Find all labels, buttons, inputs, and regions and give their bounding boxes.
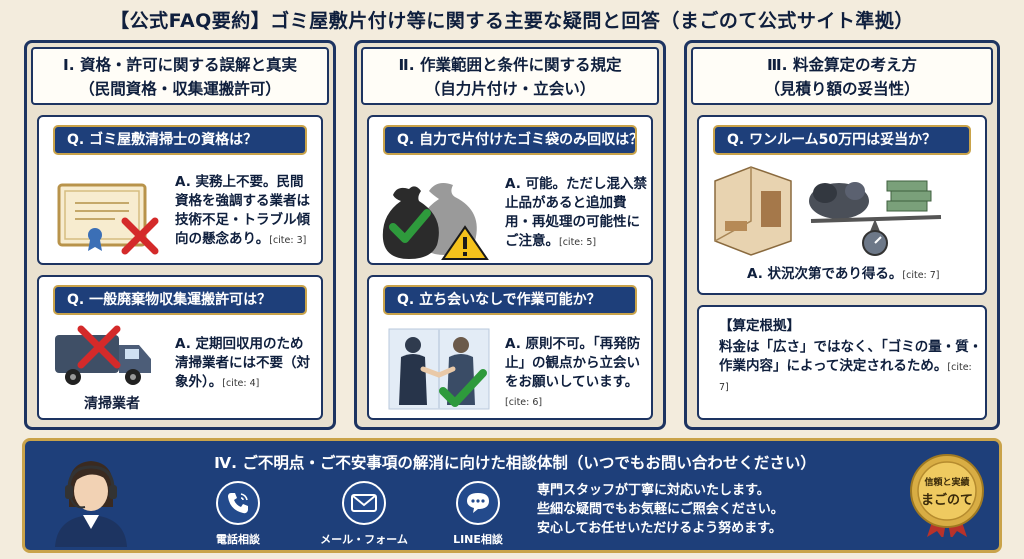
answer-text: A. 実務上不要。民間資格を強調する業者は技術不足・トラブル傾向の懸念あり。[c… <box>175 174 310 247</box>
question-bar: Q. 自力で片付けたゴミ袋のみ回収は？ <box>383 125 637 155</box>
question-bar: Q. 立ち会いなしで作業可能か？ <box>383 285 637 315</box>
basis-text: 料金は「広さ」ではなく、「ゴミの量・質・作業内容」によって決定されるため。[ci… <box>719 339 983 393</box>
page-title: 【公式FAQ要約】ゴミ屋敷片付け等に関する主要な疑問と回答（まごのて公式サイト準… <box>110 10 914 32</box>
channel-label: 電話相談 <box>216 533 260 546</box>
channel-label: LINE相談 <box>453 533 503 546</box>
column-heading-line1: Ⅰ. 資格・許可に関する誤解と真実 <box>62 56 298 74</box>
answer-text: A. 状況次第であり得る。[cite: 7] <box>747 266 940 282</box>
mail-icon <box>351 494 377 512</box>
column-heading-line1: Ⅱ. 作業範囲と条件に関する規定 <box>398 56 622 74</box>
channel-label: メール・フォーム <box>320 533 408 546</box>
citation: [cite: 6] <box>505 397 543 408</box>
column-work-scope: Ⅱ. 作業範囲と条件に関する規定 （自力片付け・立会い） Q. 自力で片付けたゴ… <box>354 40 666 430</box>
trust-seal-badge: 信頼と実績 まごのて <box>905 453 989 537</box>
column-heading-line2: （見積り額の妥当性） <box>764 80 920 98</box>
seal-brand: まごのて <box>920 493 973 508</box>
question-bar: Q. ゴミ屋敷清掃士の資格は？ <box>53 125 307 155</box>
citation: [cite: 3] <box>269 235 307 246</box>
answer-text: A. 可能。ただし混入禁止品があると追加費用・再処理の可能性にご注意。[cite… <box>505 176 648 249</box>
seal-rosette-icon <box>910 454 984 537</box>
handshake-check-icon <box>388 328 490 410</box>
citation: [cite: 4] <box>222 378 260 389</box>
column-pricing: Ⅲ. 料金算定の考え方 （見積り額の妥当性） Q. ワンルーム50万円は妥当か？… <box>684 40 1000 430</box>
column-heading-line1: Ⅲ. 料金算定の考え方 <box>767 56 917 74</box>
column-heading-line2: （民間資格・収集運搬許可） <box>79 80 281 98</box>
answer-text: A. 原則不可。「再発防止」の観点から立会いをお願いしています。[cite: 6… <box>505 336 641 408</box>
citation: [cite: 7] <box>902 270 940 281</box>
certificate-crossed-icon <box>57 183 159 255</box>
room-garbage-money-scale-icon <box>714 166 942 256</box>
question-bar: Q. ワンルーム50万円は妥当か？ <box>713 125 971 155</box>
answer-text: A. 定期回収用のため清掃業者には不要（対象外）。[cite: 4] <box>175 336 310 390</box>
faq-card-waste-permit: Q. 一般廃棄物収集運搬許可は？ 清掃業者 A. 定期回収用のため清掃業者には不… <box>37 275 323 420</box>
illustration-label: 清掃業者 <box>84 396 140 412</box>
citation: [cite: 7] <box>719 362 972 393</box>
line-consultation-button[interactable]: LINE相談 <box>433 481 523 547</box>
faq-card-attendance: Q. 立ち会いなしで作業可能か？ A. 原則不可。「再発防止」の観点から立会いを… <box>367 275 653 420</box>
consultation-title: Ⅳ. ご不明点・ご不安事項の解消に向けた相談体制（いつでもお問い合わせください） <box>214 454 816 472</box>
faq-card-self-bagged-pickup: Q. 自力で片付けたゴミ袋のみ回収は？ A. 可能。ただし混入禁止品があると追加… <box>367 115 653 265</box>
question-bar: Q. 一般廃棄物収集運搬許可は？ <box>53 285 307 315</box>
support-operator-icon <box>55 461 127 547</box>
column-qualifications: Ⅰ. 資格・許可に関する誤解と真実 （民間資格・収集運搬許可） Q. ゴミ屋敷清… <box>24 40 336 430</box>
citation: [cite: 5] <box>559 237 597 248</box>
faq-card-cleaner-certification: Q. ゴミ屋敷清掃士の資格は？ A. 実務上不要。民間資格を強調する業者は技術不… <box>37 115 323 265</box>
column-heading-line2: （自力片付け・立会い） <box>424 80 596 98</box>
garbage-truck-crossed-icon <box>55 325 151 385</box>
mail-form-button[interactable]: メール・フォーム <box>309 481 419 547</box>
faq-card-one-room-price: Q. ワンルーム50万円は妥当か？ A. 状況次第であり得る。[cite: 7] <box>697 115 987 295</box>
phone-icon <box>228 493 248 514</box>
seal-caption: 信頼と実績 <box>924 478 970 488</box>
basis-title: 【算定根拠】 <box>719 318 800 334</box>
consultation-banner: Ⅳ. ご不明点・ご不安事項の解消に向けた相談体制（いつでもお問い合わせください）… <box>22 438 1002 553</box>
chat-bubble-icon <box>467 493 489 513</box>
consultation-message: 専門スタッフが丁寧に対応いたします。 些細な疑問でもお気軽にご照会ください。 安… <box>537 483 784 536</box>
phone-consultation-button[interactable]: 電話相談 <box>193 481 283 547</box>
column-heading: Ⅲ. 料金算定の考え方 （見積り額の妥当性） <box>691 47 993 105</box>
column-heading: Ⅱ. 作業範囲と条件に関する規定 （自力片付け・立会い） <box>361 47 659 105</box>
pricing-basis-card: 【算定根拠】 料金は「広さ」ではなく、「ゴミの量・質・作業内容」によって決定され… <box>697 305 987 420</box>
column-heading: Ⅰ. 資格・許可に関する誤解と真実 （民間資格・収集運搬許可） <box>31 47 329 105</box>
garbage-bags-check-warning-icon <box>382 183 489 260</box>
